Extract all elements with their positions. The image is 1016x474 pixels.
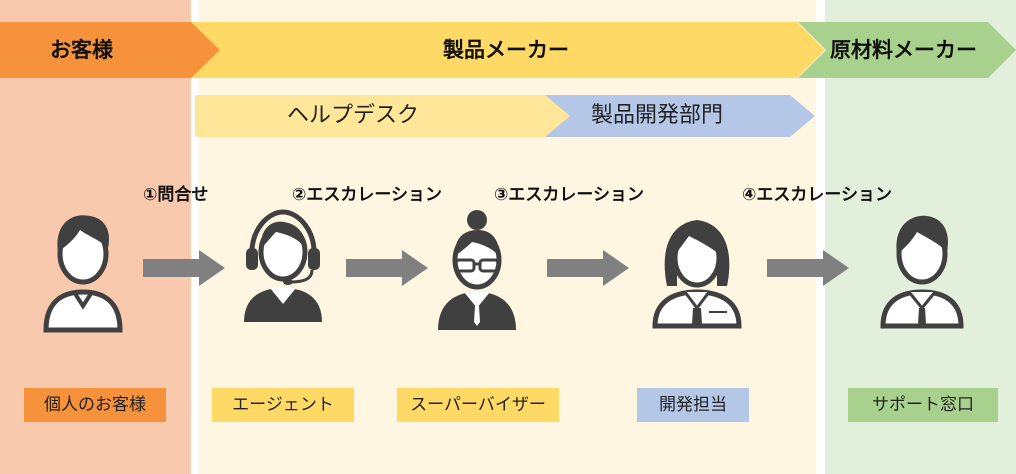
customer-person-icon xyxy=(43,215,123,333)
role-customer-label: 個人のお客様 xyxy=(24,388,166,422)
customer-banner-label: お客様 xyxy=(50,38,113,62)
helpdesk-banner-label: ヘルプデスク xyxy=(287,103,420,128)
step-escalation-4-label: ④エスカレーション xyxy=(742,185,893,205)
helpdesk-banner-shape xyxy=(195,95,585,137)
customer-banner-shape xyxy=(0,22,220,78)
support-person-icon xyxy=(880,215,964,329)
arrow-3-icon xyxy=(547,250,629,286)
manufacturer-banner: 製品メーカー xyxy=(191,22,825,78)
supervisor-person-icon xyxy=(438,210,516,330)
step-escalation-3-label: ③エスカレーション xyxy=(494,185,645,205)
role-supervisor-label: スーパーバイザー xyxy=(397,388,559,422)
supplier-banner-shape xyxy=(798,22,1016,78)
step-escalation-2-label: ②エスカレーション xyxy=(292,185,443,205)
manufacturer-banner-shape xyxy=(191,22,825,78)
dev-dept-banner-label: 製品開発部門 xyxy=(591,103,724,128)
helpdesk-banner: ヘルプデスク xyxy=(195,95,585,137)
agent-person-icon xyxy=(244,209,322,322)
dev-dept-banner-shape xyxy=(545,95,815,137)
developer-person-icon xyxy=(652,220,742,329)
customer-banner: お客様 xyxy=(0,22,220,78)
manufacturer-banner-label: 製品メーカー xyxy=(443,38,569,62)
arrow-4-icon xyxy=(767,250,849,286)
step-inquiry-label: ①問合せ xyxy=(143,185,209,205)
arrow-2-icon xyxy=(346,250,428,286)
role-agent-label: エージェント xyxy=(212,388,354,422)
supplier-banner-label: 原材料メーカー xyxy=(830,38,977,62)
arrow-1-icon xyxy=(143,250,225,286)
dev-dept-banner: 製品開発部門 xyxy=(545,95,815,137)
role-support-label: サポート窓口 xyxy=(848,388,998,422)
role-developer-label: 開発担当 xyxy=(637,388,749,422)
supplier-banner: 原材料メーカー xyxy=(798,22,1016,78)
